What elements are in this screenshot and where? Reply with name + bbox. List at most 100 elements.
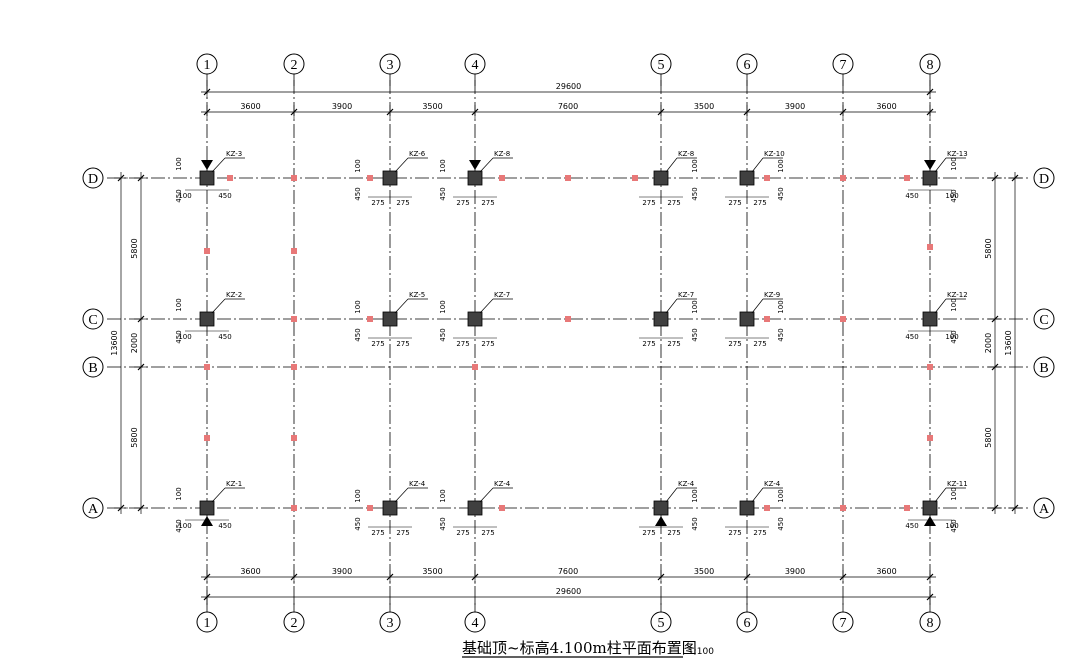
dimension-tick (991, 504, 999, 512)
column-label: KZ-5 (409, 291, 425, 299)
offset-label: 450 (218, 192, 231, 200)
offset-label: 275 (456, 199, 469, 207)
dimension-tick (203, 88, 211, 96)
beam-marker (632, 175, 638, 181)
offset-label: 450 (354, 328, 362, 341)
grid-bubble-label: A (1039, 502, 1050, 517)
offset-label: 275 (728, 340, 741, 348)
offset-label: 275 (371, 199, 384, 207)
dimension-tick (203, 573, 211, 581)
dimension-label: 3600 (240, 102, 260, 111)
offset-label: 100 (945, 192, 958, 200)
grid-bubble-left-D (82, 167, 104, 189)
dimension-label: 3500 (694, 102, 714, 111)
offset-label: 450 (439, 517, 447, 530)
column-label-leader (934, 157, 947, 173)
offset-label: 450 (175, 330, 183, 343)
column-square (922, 311, 938, 327)
beam-marker (764, 316, 770, 322)
beam-marker (291, 175, 297, 181)
offset-label: 100 (691, 489, 699, 502)
dimension-label: 2000 (984, 333, 993, 353)
offset-label: 100 (950, 487, 958, 500)
offset-label: 450 (218, 333, 231, 341)
dimension-label: 29600 (556, 587, 581, 596)
offset-label: 100 (691, 159, 699, 172)
beam-marker (367, 316, 373, 322)
offset-label: 100 (175, 157, 183, 170)
column-label: KZ-6 (409, 150, 426, 158)
offset-label: 100 (950, 157, 958, 170)
grid-bubble-right-A (1033, 497, 1055, 519)
offset-label: 450 (691, 517, 699, 530)
column-square (199, 170, 215, 186)
beam-marker (565, 316, 571, 322)
offset-label: 275 (371, 529, 384, 537)
dimension-tick (471, 108, 479, 116)
grid-bubble-right-D (1033, 167, 1055, 189)
column-label: KZ-11 (947, 480, 968, 488)
offset-label: 100 (175, 487, 183, 500)
beam-marker (291, 505, 297, 511)
offset-label: 100 (178, 333, 191, 341)
drawing-scale: 1:100 (688, 647, 714, 657)
dimension-tick (137, 315, 145, 323)
dimension-label: 5800 (984, 238, 993, 258)
dimension-tick (137, 363, 145, 371)
beam-marker (367, 505, 373, 511)
offset-label: 450 (218, 522, 231, 530)
beam-marker (291, 364, 297, 370)
offset-label: 100 (777, 489, 785, 502)
section-arrow (201, 160, 213, 170)
beam-marker (367, 175, 373, 181)
column-square (382, 500, 398, 516)
column-square (739, 311, 755, 327)
beam-marker (927, 364, 933, 370)
beam-marker (840, 175, 846, 181)
offset-label: 275 (642, 199, 655, 207)
column-label: KZ-8 (678, 150, 694, 158)
column-square (199, 311, 215, 327)
column-square (922, 500, 938, 516)
dimension-label: 3600 (240, 567, 260, 576)
offset-label: 450 (354, 517, 362, 530)
grid-bubble-right-C (1033, 308, 1055, 330)
dimension-tick (743, 108, 751, 116)
dimension-tick (926, 108, 934, 116)
column-label: KZ-8 (494, 150, 510, 158)
offset-label: 275 (481, 199, 494, 207)
dimension-tick (991, 315, 999, 323)
dimension-tick (839, 573, 847, 581)
grid-bubble-label: D (88, 172, 98, 187)
offset-label: 100 (439, 159, 447, 172)
beam-marker (291, 248, 297, 254)
offset-label: 100 (777, 300, 785, 313)
column-square (739, 500, 755, 516)
column-label-leader (394, 298, 409, 314)
offset-label: 450 (439, 187, 447, 200)
section-arrow (201, 516, 213, 526)
column-label-leader (934, 298, 947, 314)
offset-label: 100 (175, 298, 183, 311)
grid-bubble-label: C (1039, 313, 1048, 328)
grid-axes (107, 80, 1030, 608)
column-label: KZ-13 (947, 150, 968, 158)
grid-bubble-label: 1 (204, 616, 211, 631)
dimension-tick (1011, 174, 1019, 182)
offset-label: 275 (456, 340, 469, 348)
dimension-tick (386, 573, 394, 581)
column-label-leader (665, 298, 678, 314)
dimension-tick (137, 174, 145, 182)
offset-label: 450 (354, 187, 362, 200)
beam-marker (204, 248, 210, 254)
dimension-label: 2000 (130, 333, 139, 353)
offset-label: 100 (691, 300, 699, 313)
offset-label: 275 (481, 529, 494, 537)
grid-bubble-label: 7 (840, 58, 847, 73)
